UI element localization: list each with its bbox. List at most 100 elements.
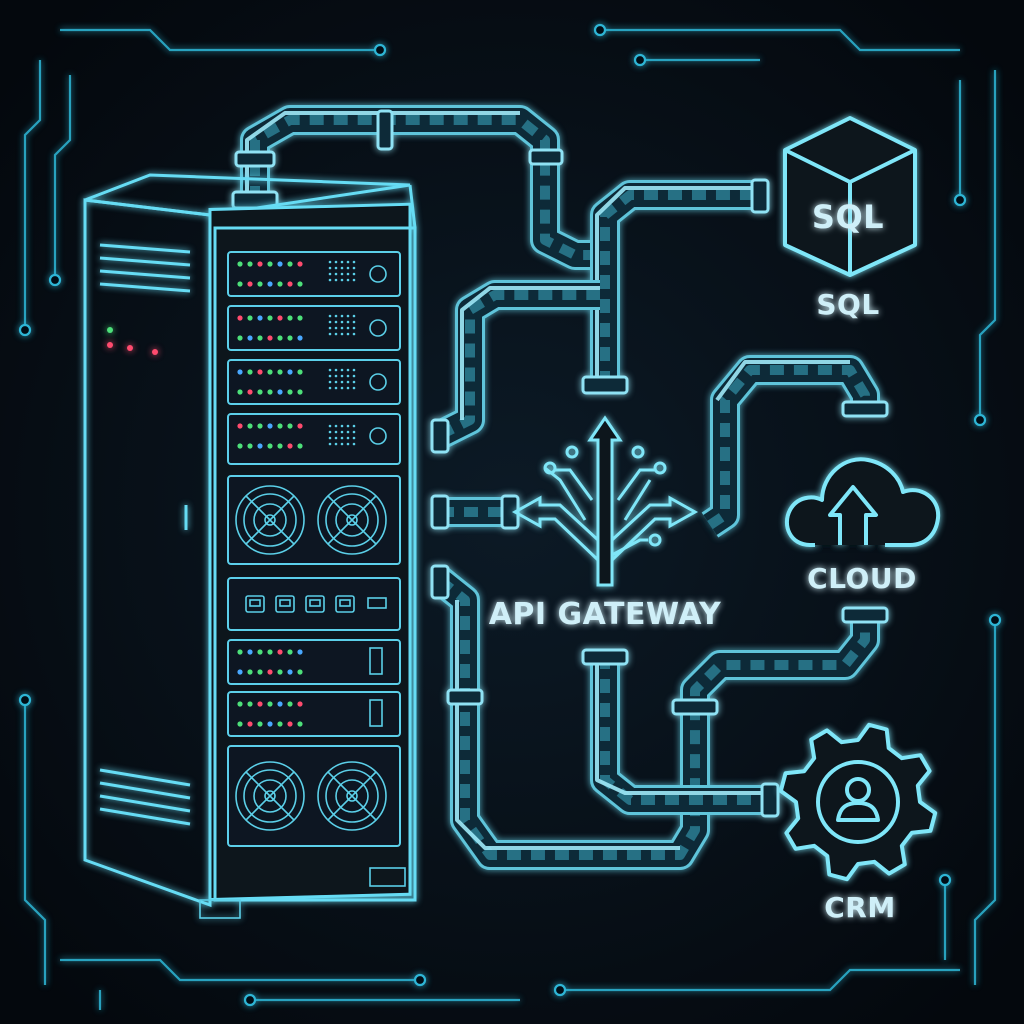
vent-hole — [328, 386, 332, 390]
vent-hole — [352, 278, 356, 282]
vent-hole — [334, 314, 338, 318]
vent-hole — [328, 272, 332, 276]
vent-hole — [352, 272, 356, 276]
status-led — [277, 335, 283, 341]
vent-hole — [328, 314, 332, 318]
status-led — [297, 721, 303, 727]
sql-database-cube-icon — [783, 116, 917, 277]
status-led — [247, 315, 253, 321]
vent-hole — [334, 442, 338, 446]
status-led — [297, 701, 303, 707]
vent-hole — [340, 436, 344, 440]
vent-hole — [334, 260, 338, 264]
status-led — [297, 261, 303, 267]
vent-hole — [346, 442, 350, 446]
status-led — [267, 649, 273, 655]
vent-hole — [328, 278, 332, 282]
vent-hole — [334, 430, 338, 434]
status-led — [277, 281, 283, 287]
crm-gear-user-icon — [778, 722, 938, 882]
vent-hole — [340, 314, 344, 318]
vent-hole — [352, 442, 356, 446]
server-rack-icon — [83, 173, 417, 919]
rack-fan-unit-1 — [227, 475, 401, 565]
vent-hole — [334, 386, 338, 390]
vent-hole — [334, 436, 338, 440]
crm-label: CRM — [824, 891, 895, 924]
status-led — [297, 443, 303, 449]
status-led — [257, 389, 263, 395]
vent-hole — [334, 424, 338, 428]
vent-hole — [340, 368, 344, 372]
pipe-network — [231, 105, 889, 870]
vent-hole — [340, 266, 344, 270]
status-led — [297, 281, 303, 287]
status-led — [287, 315, 293, 321]
status-led — [267, 423, 273, 429]
status-led — [237, 669, 243, 675]
status-led — [267, 701, 273, 707]
vent-hole — [334, 380, 338, 384]
status-led — [237, 701, 243, 707]
status-led — [247, 721, 253, 727]
cloud-label: CLOUD — [807, 562, 917, 595]
status-led — [277, 669, 283, 675]
status-led — [267, 335, 273, 341]
status-led — [247, 649, 253, 655]
vent-hole — [328, 436, 332, 440]
status-led — [257, 721, 263, 727]
vent-hole — [340, 260, 344, 264]
vent-hole — [352, 430, 356, 434]
vent-hole — [346, 368, 350, 372]
vent-hole — [352, 332, 356, 336]
status-led — [297, 423, 303, 429]
vent-hole — [346, 374, 350, 378]
vent-hole — [352, 368, 356, 372]
status-led — [297, 389, 303, 395]
vent-hole — [328, 368, 332, 372]
vent-hole — [340, 278, 344, 282]
vent-hole — [346, 430, 350, 434]
status-led — [257, 669, 263, 675]
status-led — [267, 389, 273, 395]
status-led — [267, 721, 273, 727]
status-led — [287, 669, 293, 675]
status-led — [297, 669, 303, 675]
circuit-trace-border — [18, 23, 1002, 1010]
status-led — [287, 369, 293, 375]
vent-hole — [346, 314, 350, 318]
status-led — [267, 669, 273, 675]
status-led — [297, 369, 303, 375]
vent-hole — [328, 374, 332, 378]
status-led — [287, 443, 293, 449]
vent-hole — [328, 430, 332, 434]
status-led — [237, 423, 243, 429]
status-led — [267, 281, 273, 287]
status-led — [287, 701, 293, 707]
cloud-upload-icon — [784, 457, 941, 547]
rack-unit-1 — [227, 251, 401, 297]
rack-status-leds — [237, 261, 303, 727]
status-led — [267, 315, 273, 321]
status-led — [257, 649, 263, 655]
vent-hole — [328, 332, 332, 336]
rack-unit-6 — [227, 691, 401, 737]
status-led — [277, 369, 283, 375]
status-led — [257, 261, 263, 267]
vent-hole — [346, 266, 350, 270]
rack-patch-panel — [227, 577, 401, 631]
vent-hole — [334, 332, 338, 336]
status-led — [277, 389, 283, 395]
vent-hole — [346, 320, 350, 324]
vent-hole — [340, 374, 344, 378]
vent-hole — [346, 332, 350, 336]
rack-unit-2 — [227, 305, 401, 351]
vent-hole — [334, 320, 338, 324]
status-led — [237, 389, 243, 395]
status-led — [287, 335, 293, 341]
rack-unit-4 — [227, 413, 401, 465]
status-led — [247, 335, 253, 341]
status-led — [257, 335, 263, 341]
gateway-label: API GATEWAY — [489, 597, 722, 632]
